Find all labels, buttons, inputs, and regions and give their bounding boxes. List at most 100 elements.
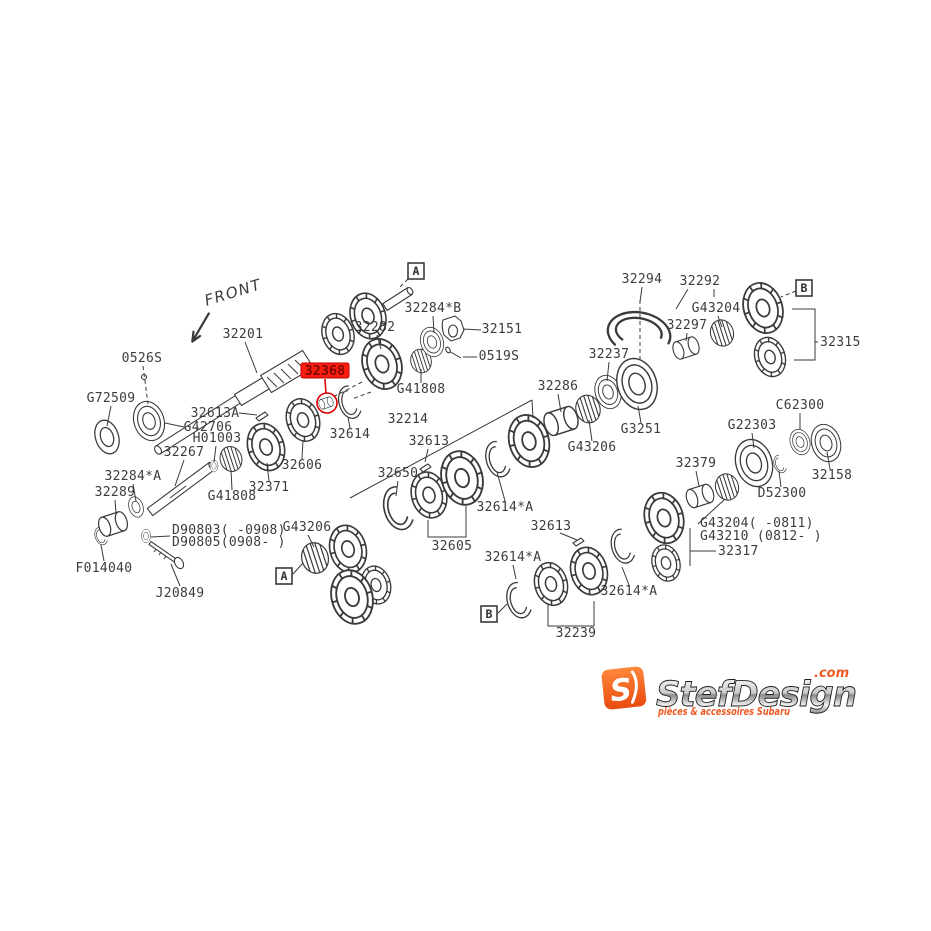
construction-dashed-lines bbox=[142, 278, 797, 405]
part-shape-g43204-roller-lower bbox=[711, 470, 743, 504]
part-label-g41808-left: G41808 bbox=[208, 489, 257, 504]
highlight-background bbox=[300, 362, 350, 379]
part-shape-hub-2 bbox=[529, 558, 573, 610]
part-labels: 32201 0526S G72509 32613A G42706 H01003 … bbox=[76, 272, 861, 641]
part-shape-32151-bracket bbox=[441, 315, 465, 342]
part-label-32282: 32282 bbox=[355, 320, 396, 335]
part-label-32371: 32371 bbox=[249, 480, 290, 495]
svg-text:S: S bbox=[608, 672, 633, 709]
part-shape-32317-upper bbox=[637, 487, 691, 549]
ref-letter-a-top: A bbox=[413, 264, 420, 278]
logo-tagline: pièces & accessoires Subaru bbox=[657, 706, 790, 718]
part-label-0519s: 0519S bbox=[479, 349, 520, 364]
part-shape-32368-bushing bbox=[317, 395, 335, 411]
part-label-g43204: G43204 bbox=[692, 301, 741, 316]
part-label-32614a-1: 32614*A bbox=[477, 500, 534, 515]
ref-marker-b-top: B bbox=[795, 279, 813, 297]
front-label: FRONT bbox=[202, 275, 264, 309]
part-label-32292: 32292 bbox=[680, 274, 721, 289]
part-label-32613a: 32613A bbox=[191, 406, 240, 421]
part-shape-g43204-roller-top bbox=[706, 316, 738, 350]
part-label-32158: 32158 bbox=[812, 468, 853, 483]
part-shape-0519s-screw bbox=[445, 346, 462, 359]
part-shape-d90803-washer bbox=[141, 529, 151, 543]
part-shape-g3251-bearing bbox=[609, 352, 665, 416]
part-label-32317: 32317 bbox=[718, 544, 759, 559]
part-shape-32315-lower bbox=[748, 332, 792, 382]
part-shape-32614-ring bbox=[334, 383, 363, 422]
ref-marker-b-bottom: B bbox=[480, 605, 498, 623]
part-label-32284a: 32284*A bbox=[105, 469, 162, 484]
part-label-g42706: G42706 bbox=[184, 420, 233, 435]
part-shape-g41808-left bbox=[216, 443, 246, 475]
part-label-32239: 32239 bbox=[556, 626, 597, 641]
stefdesign-logo: S .com StefDesign pièces & accessoires S… bbox=[599, 664, 857, 718]
part-label-g22303: G22303 bbox=[728, 418, 777, 433]
part-label-g43206-upper: G43206 bbox=[568, 440, 617, 455]
part-label-32286: 32286 bbox=[538, 379, 579, 394]
part-label-d52300: D52300 bbox=[758, 486, 807, 501]
part-shape-c62300-nut bbox=[786, 426, 814, 458]
part-label-g43206-lower: G43206 bbox=[283, 520, 332, 535]
part-label-32267: 32267 bbox=[164, 445, 205, 460]
part-label-f014040: F014040 bbox=[76, 561, 133, 576]
part-label-g43204-0811: G43204( -0811) bbox=[700, 516, 814, 531]
part-label-h01003: H01003 bbox=[193, 431, 242, 446]
part-label-32201: 32201 bbox=[223, 327, 264, 342]
part-label-g43210-0812: G43210 (0812- ) bbox=[700, 529, 822, 544]
part-label-32214: 32214 bbox=[388, 412, 429, 427]
part-shape-32613a-key bbox=[255, 411, 269, 422]
highlighted-part-label-32368[interactable]: 32368 bbox=[300, 362, 350, 414]
highlight-leader-line bbox=[324, 378, 327, 395]
part-shape-32315-upper bbox=[735, 276, 791, 340]
part-label-32605: 32605 bbox=[432, 539, 473, 554]
part-label-32237: 32237 bbox=[589, 347, 630, 362]
part-label-32606: 32606 bbox=[282, 458, 323, 473]
part-label-32315: 32315 bbox=[820, 335, 861, 350]
ref-letter-b-bottom: B bbox=[486, 607, 493, 621]
part-label-32151: 32151 bbox=[482, 322, 523, 337]
part-shape-32317-lower bbox=[647, 541, 685, 585]
part-shape-32613-key-2 bbox=[572, 537, 585, 547]
ref-letter-a-bottom: A bbox=[281, 569, 288, 583]
logo-tld: .com bbox=[814, 666, 849, 681]
ref-marker-a-bottom: A bbox=[275, 567, 293, 585]
part-label-32650: 32650 bbox=[378, 466, 419, 481]
part-shape-32201-shaft bbox=[153, 286, 414, 455]
part-label-0526s: 0526S bbox=[122, 351, 163, 366]
part-label-j20849: J20849 bbox=[156, 586, 205, 601]
part-label-32294: 32294 bbox=[622, 272, 663, 287]
part-label-d90805: D90805(0908- ) bbox=[172, 535, 286, 550]
part-label-32379: 32379 bbox=[676, 456, 717, 471]
part-label-32614a-2: 32614*A bbox=[485, 550, 542, 565]
part-label-g41808-right: G41808 bbox=[397, 382, 446, 397]
leader-lines bbox=[100, 286, 831, 627]
ref-marker-a-top: A bbox=[407, 262, 425, 280]
ref-letter-b-top: B bbox=[801, 281, 808, 295]
stefdesign-monogram-icon: S bbox=[599, 664, 649, 712]
highlight-part-circle bbox=[316, 392, 338, 414]
front-direction-arrow-icon bbox=[191, 312, 210, 343]
highlight-part-number: 32368 bbox=[305, 363, 346, 379]
part-label-g3251: G3251 bbox=[621, 422, 662, 437]
part-shape-32158-disc bbox=[806, 420, 846, 466]
part-shape-32614a-ring-1 bbox=[481, 438, 512, 481]
part-label-d90803: D90803( -0908) bbox=[172, 523, 286, 538]
part-label-32614: 32614 bbox=[330, 427, 371, 442]
part-shape-32289-sleeve bbox=[95, 509, 131, 539]
part-shape-g72509 bbox=[90, 416, 124, 458]
logo-brand-text: StefDesign bbox=[656, 675, 856, 715]
part-label-32613-2: 32613 bbox=[531, 519, 572, 534]
part-label-32614a-3: 32614*A bbox=[601, 584, 658, 599]
part-shape-32379-bushing bbox=[683, 482, 717, 510]
part-label-32297: 32297 bbox=[667, 318, 708, 333]
part-shape-flat-gear bbox=[323, 520, 373, 578]
part-shape-g43206-lower bbox=[297, 538, 333, 578]
part-label-32284b: 32284*B bbox=[405, 301, 462, 316]
part-shape-32614a-ring-3 bbox=[606, 526, 637, 567]
part-shape-32613-key-1 bbox=[419, 463, 432, 473]
part-label-g72509: G72509 bbox=[87, 391, 136, 406]
part-shape-j20849-bolt bbox=[148, 540, 185, 570]
part-label-32289: 32289 bbox=[95, 485, 136, 500]
